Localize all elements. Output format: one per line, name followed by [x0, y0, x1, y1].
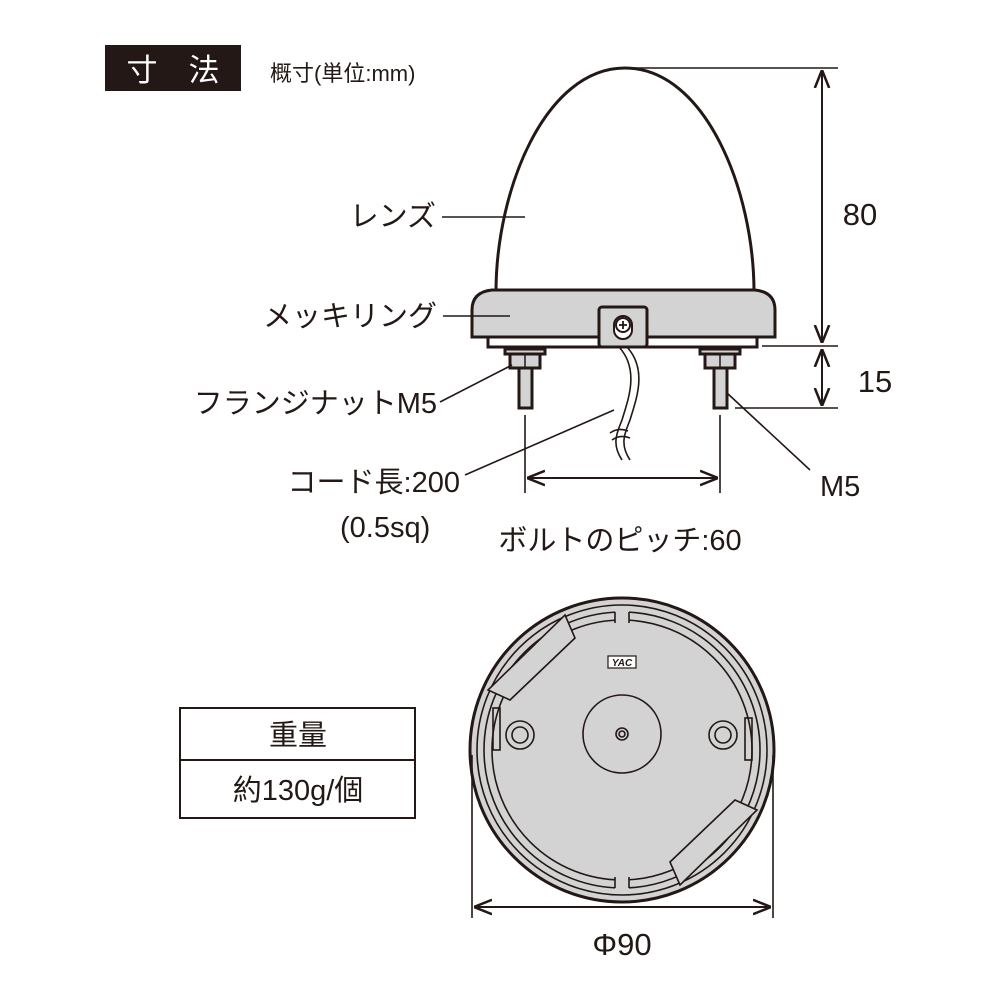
- header-title: 寸 法: [127, 53, 220, 88]
- left-bolt: [503, 347, 547, 410]
- bolt-pitch-label: ボルトのピッチ:60: [498, 525, 741, 557]
- yac-logo: YAC: [607, 655, 637, 669]
- clip-bottom-right: [669, 799, 759, 887]
- header-badge: [105, 45, 241, 91]
- svg-text:YAC: YAC: [612, 658, 633, 669]
- weight-header: 重量: [269, 719, 327, 752]
- cord-gauge-label: (0.5sq): [340, 512, 430, 544]
- side-view: 80 15 ボルトのピッチ:60 レンズ メッキリング フランジナットM5 コー…: [194, 66, 892, 557]
- right-bolt: [698, 347, 742, 410]
- mount-hole-left: [505, 720, 535, 750]
- bottom-view: YAC Φ90: [468, 596, 776, 962]
- weight-value: 約130g/個: [233, 774, 364, 807]
- cord-length-label: コード長:200: [288, 467, 460, 499]
- plated-ring-label: メッキリング: [263, 300, 437, 333]
- height-dimension: 80: [843, 197, 877, 232]
- base-outline: [468, 596, 776, 904]
- mount-hole-right: [708, 720, 738, 750]
- bolt-label: M5: [820, 471, 860, 503]
- bolt-length-dimension: 15: [858, 364, 892, 399]
- clip-top-left: [486, 613, 576, 701]
- header-subtitle: 概寸(単位:mm): [270, 61, 415, 86]
- cord: [609, 346, 640, 461]
- weight-table: 重量 約130g/個: [179, 707, 416, 819]
- lens-label: レンズ: [350, 200, 436, 233]
- lens-dome: [494, 66, 756, 293]
- section-header: 寸 法 概寸(単位:mm): [105, 45, 415, 91]
- diameter-dimension: Φ90: [592, 927, 651, 962]
- flange-nut-label: フランジナットM5: [194, 388, 437, 420]
- center-boss: [582, 694, 662, 774]
